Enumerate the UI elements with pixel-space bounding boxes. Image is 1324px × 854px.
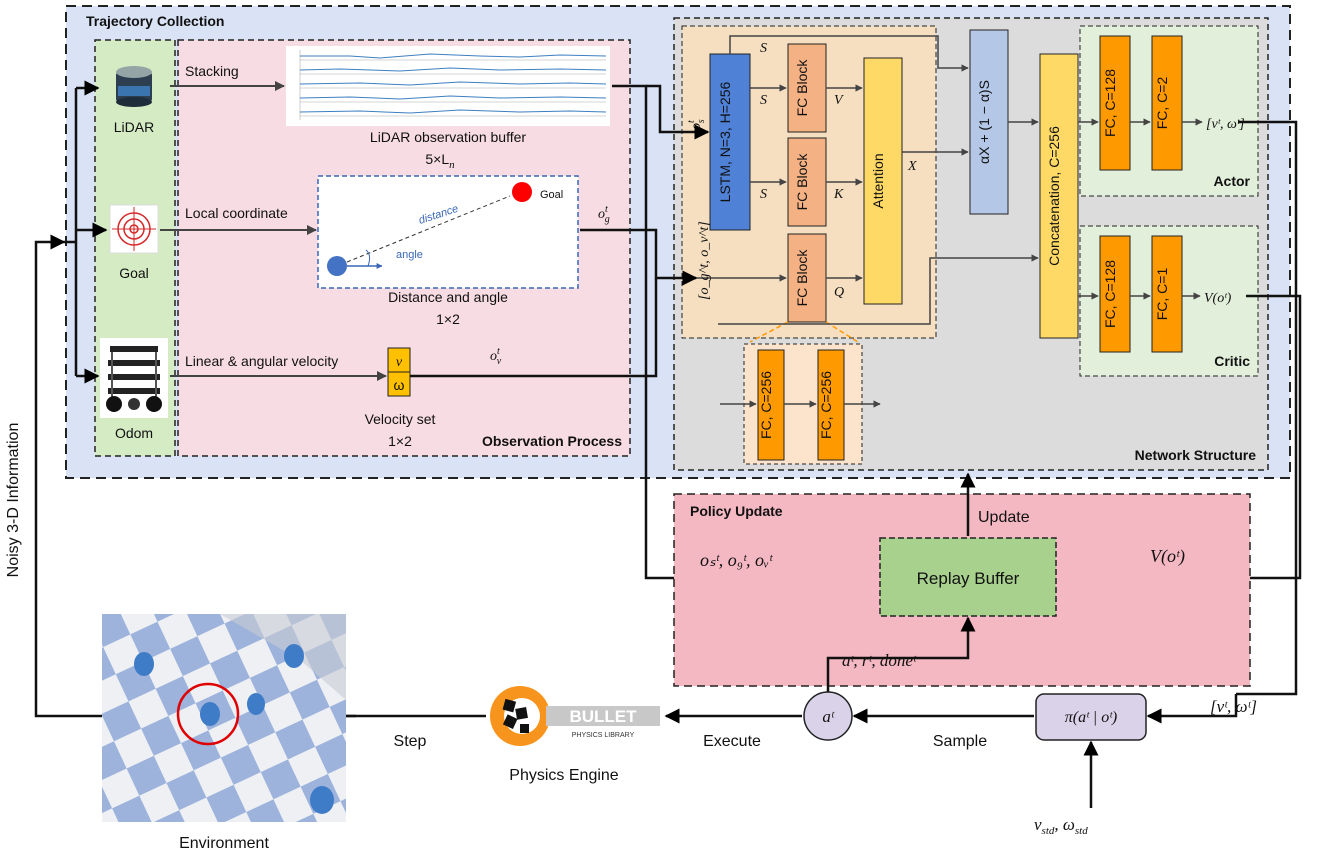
goal-dot (512, 182, 532, 202)
o-s-label: ots (686, 119, 707, 130)
angle-arc (365, 249, 371, 267)
policy-dist-label: π(aᵗ | oᵗ) (1065, 709, 1117, 726)
critic-output: V(oᵗ) (1204, 291, 1232, 306)
execute-label: Execute (703, 733, 761, 750)
actor-title: Actor (1213, 173, 1250, 189)
fc-block-key (787, 137, 827, 227)
transition-arrow (826, 616, 976, 692)
replay-buffer[interactable] (879, 537, 1057, 617)
critic-fc1-label: FC, C=128 (1102, 260, 1118, 328)
distance-angle-label: Distance and angle (388, 289, 508, 305)
lidar-buffer-label: LiDAR observation buffer (370, 129, 526, 145)
goal-dot-label: Goal (540, 189, 563, 201)
local-coordinate-label: Local coordinate (185, 205, 288, 221)
critic-fc2-label: FC, C=1 (1154, 268, 1170, 321)
s-label-top: S (760, 41, 767, 56)
stacking-label: Stacking (185, 63, 239, 79)
linear-angular-label: Linear & angular velocity (185, 353, 338, 369)
attention-label: Attention (870, 153, 886, 208)
velocity-set-label: Velocity set (365, 411, 436, 427)
concat-label: Concatenation, C=256 (1046, 126, 1062, 266)
critic-fc1 (1099, 235, 1131, 353)
sample-label: Sample (933, 733, 987, 750)
lstm-label: LSTM, N=3, H=256 (717, 81, 733, 202)
environment-label: Environment (179, 835, 269, 852)
physics-engine-label: Physics Engine (509, 767, 618, 784)
action-node[interactable] (803, 691, 853, 741)
target-icon (109, 204, 159, 254)
lidar-label: LiDAR (114, 119, 154, 135)
action-vec-label: [vᵗ, ωᵗ] (1210, 697, 1257, 716)
network-structure-title: Network Structure (1135, 447, 1257, 463)
detail-fc2-label: FC, C=256 (818, 371, 834, 439)
detail-zoom-right (825, 321, 859, 343)
detail-fc2 (817, 349, 845, 461)
attention-block (863, 57, 903, 305)
trajectory-collection-title: Trajectory Collection (86, 13, 224, 29)
velocity-dim-label: 1×2 (388, 433, 412, 449)
fc-block-query-label: FC Block (794, 249, 810, 307)
detail-fc1 (757, 349, 785, 461)
k-label: K (833, 187, 844, 202)
actor-fc1-label: FC, C=128 (1102, 69, 1118, 137)
v-label: V (834, 93, 844, 108)
update-label: Update (978, 509, 1030, 526)
distance-angle-box (317, 175, 579, 289)
fc-block-value (787, 43, 827, 133)
fc-block-query (787, 233, 827, 323)
actor-fc1 (1099, 35, 1131, 171)
o-gv-label: [o_g^t, o_v^t] (697, 221, 712, 300)
policy-dist-node[interactable] (1035, 693, 1147, 741)
obs-in-label: oₛᵗ, o₉ᵗ, oᵥᵗ (700, 550, 773, 570)
step-label: Step (394, 733, 427, 750)
std-label: vstd, ωstd (1034, 815, 1088, 837)
noisy-info-label: Noisy 3-D Information (5, 423, 22, 578)
velocity-omega-cell (387, 371, 411, 397)
q-label: Q (834, 285, 844, 300)
velocity-v-symbol: v (396, 355, 403, 370)
concat-block (1039, 53, 1079, 339)
observation-process-title: Observation Process (482, 433, 622, 449)
velocity-omega-symbol: ω (394, 377, 405, 393)
odom-label: Odom (115, 425, 153, 441)
critic-title: Critic (1214, 353, 1250, 369)
mix-block (969, 29, 1009, 215)
lidar-buffer-plot (286, 46, 610, 126)
goal-dim-label: 1×2 (436, 311, 460, 327)
lstm-block (709, 53, 751, 231)
robot-position-dot (327, 256, 347, 276)
policy-update-title: Policy Update (690, 503, 783, 519)
detail-fc1-label: FC, C=256 (758, 371, 774, 439)
value-in-label: V(oᵗ) (1150, 546, 1185, 567)
goal-label: Goal (119, 265, 149, 281)
x-label: X (907, 159, 917, 174)
distance-line (346, 195, 511, 263)
bullet-logo-subtext: PHYSICS LIBRARY (572, 732, 635, 739)
robot-icon (100, 338, 168, 418)
s-label-k: S (760, 187, 767, 202)
angle-label: angle (396, 249, 423, 261)
critic-fc2 (1151, 235, 1183, 353)
actor-fc2-label: FC, C=2 (1154, 77, 1170, 130)
s-label-v: S (760, 93, 767, 108)
replay-buffer-label: Replay Buffer (917, 569, 1020, 588)
actor-output: [vᵗ, ωᵗ] (1206, 117, 1245, 132)
actor-fc2 (1151, 35, 1183, 171)
fc-block-value-label: FC Block (794, 59, 810, 117)
transition-label: aᵗ, rᵗ, doneᵗ (842, 651, 917, 670)
action-node-label: aᵗ (822, 707, 835, 726)
bullet-logo-icon: BULLET PHYSICS LIBRARY (490, 686, 660, 746)
detail-zoom-left (749, 321, 789, 343)
fc-block-key-label: FC Block (794, 153, 810, 211)
action-vec-line (1146, 694, 1238, 724)
bullet-logo-text: BULLET (569, 707, 637, 726)
lidar-buffer-dim: 5×Ln (425, 151, 455, 171)
lidar-icon (116, 66, 152, 107)
mix-label: αX + (1 − α)S (976, 80, 992, 164)
environment-image (102, 614, 346, 822)
network-arrows (696, 35, 1203, 325)
